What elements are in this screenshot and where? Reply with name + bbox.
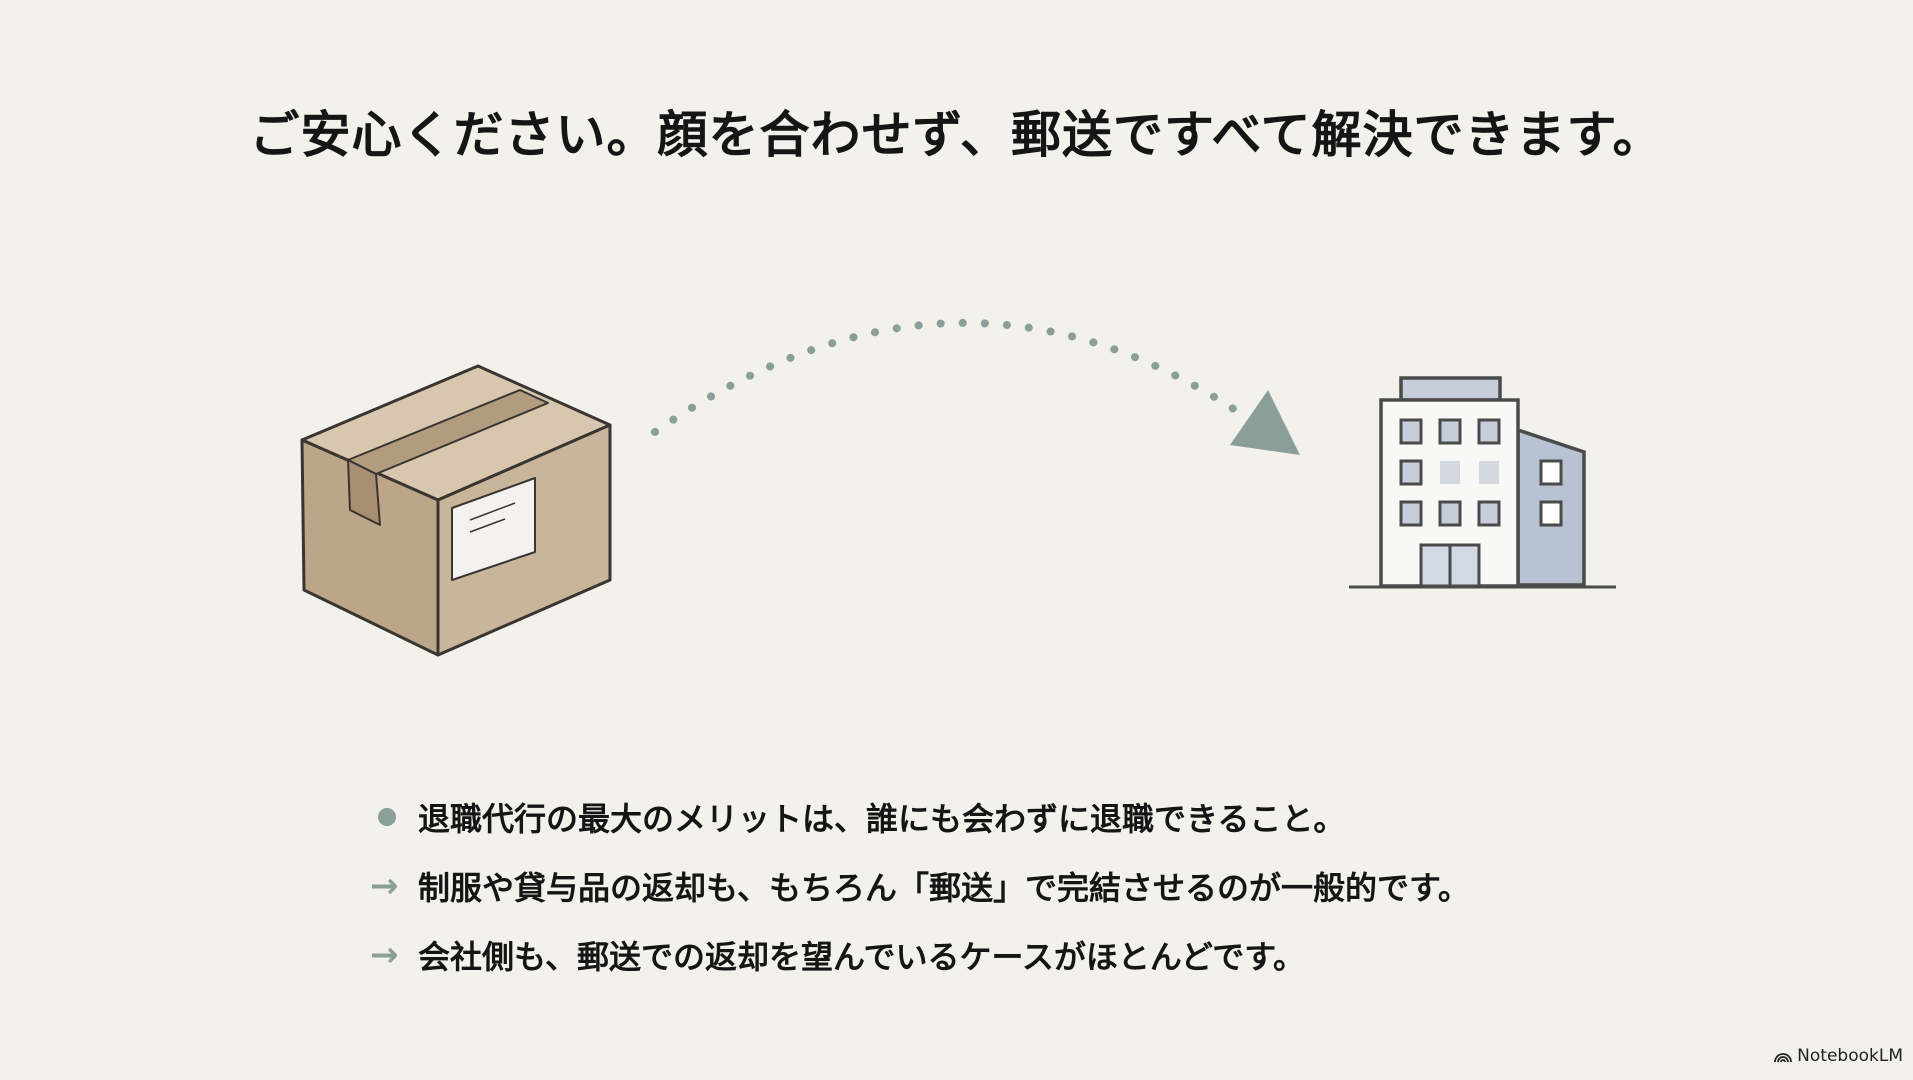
bullet-text: 制服や貸与品の返却も、もちろん「郵送」で完結させるのが一般的です。 xyxy=(418,868,1470,907)
bullet-item: 退職代行の最大のメリットは、誰にも会わずに退職できること。 xyxy=(370,782,1470,851)
bullet-item: → 制服や貸与品の返却も、もちろん「郵送」で完結させるのが一般的です。 xyxy=(370,851,1470,920)
arrow-right-icon: → xyxy=(370,865,399,906)
brand-label: NotebookLM xyxy=(1797,1046,1903,1066)
slide-title: ご安心ください。顔を合わせず、郵送ですべて解決できます。 xyxy=(249,106,1664,164)
dotted-arrow-icon xyxy=(651,318,1300,455)
office-building-icon xyxy=(1349,376,1616,589)
bullet-text: 会社側も、郵送での返却を望んでいるケースがほとんどです。 xyxy=(418,937,1306,976)
package-box-icon xyxy=(300,364,612,657)
bullet-dot-icon xyxy=(370,807,418,826)
arrow-right-icon: → xyxy=(370,934,399,975)
notebooklm-logo-icon xyxy=(1774,1053,1793,1063)
bullet-list: 退職代行の最大のメリットは、誰にも会わずに退職できること。 → 制服や貸与品の返… xyxy=(370,782,1470,989)
bullet-item: → 会社側も、郵送での返却を望んでいるケースがほとんどです。 xyxy=(370,920,1470,989)
notebooklm-watermark: NotebookLM xyxy=(1774,1046,1903,1066)
bullet-text: 退職代行の最大のメリットは、誰にも会わずに退職できること。 xyxy=(418,799,1346,838)
